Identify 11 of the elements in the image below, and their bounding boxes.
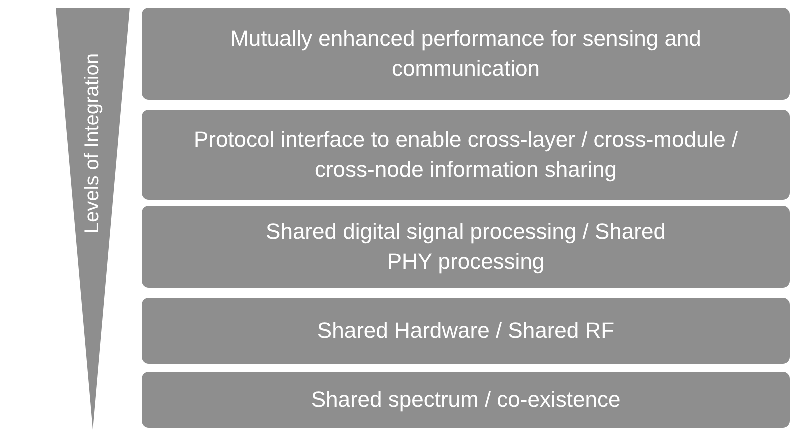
level-text: Shared spectrum / co-existence bbox=[311, 386, 621, 414]
level-box bbox=[142, 110, 790, 200]
level-text: Shared digital signal processing / Shared PHY processing bbox=[265, 218, 667, 276]
level-box bbox=[142, 298, 790, 364]
level-text: Shared Hardware / Shared RF bbox=[317, 317, 615, 345]
level-text: Protocol interface to enable cross-layer / cross-module / cross-node information sharing bbox=[192, 126, 740, 184]
level-box bbox=[142, 206, 790, 288]
level-text: Mutually enhanced performance for sensing and communication bbox=[230, 25, 702, 83]
level-box bbox=[142, 8, 790, 100]
axis-label: Levels of Integration bbox=[82, 52, 105, 234]
level-box bbox=[142, 372, 790, 428]
